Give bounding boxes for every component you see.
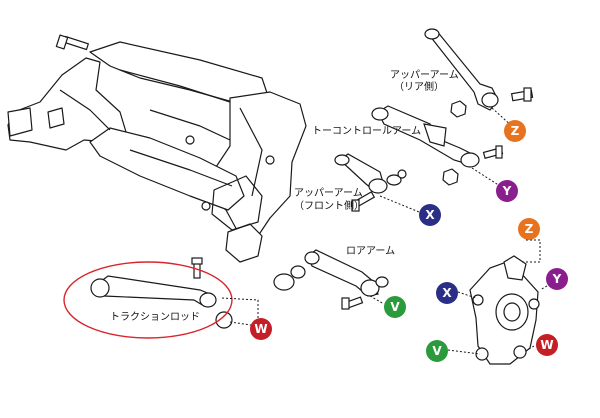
badge-x-knuckle: X [436, 282, 458, 304]
lower-arm [273, 249, 389, 310]
badge-z-knuckle: Z [518, 218, 540, 240]
badge-v-lower-arm: V [384, 296, 406, 318]
badge-y-toe-control-arm: Y [496, 180, 518, 202]
badge-w-traction-rod: W [250, 318, 272, 340]
upper-arm-front [334, 153, 407, 212]
label-upper-arm-rear-sub: （リア側） [394, 82, 444, 93]
rear-knuckle [469, 255, 540, 365]
rear-subframe [7, 34, 307, 263]
label-lower-arm: ロアアーム [346, 246, 396, 257]
label-upper-arm-front: アッパーアーム [294, 188, 363, 199]
label-upper-arm-rear: アッパーアーム [390, 70, 459, 81]
badge-z-upper-arm-rear: Z [504, 120, 526, 142]
label-toe-control-arm: トーコントロールアーム [312, 126, 422, 137]
toe-control-arm [371, 105, 504, 186]
upper-arm-rear [424, 28, 534, 118]
badge-y-knuckle: Y [546, 268, 568, 290]
badge-w-knuckle: W [536, 334, 558, 356]
traction-rod-highlight [63, 261, 233, 339]
traction-rod [90, 257, 233, 329]
label-upper-arm-front-sub: （フロント側） [294, 201, 364, 212]
badge-x-upper-arm-front: X [419, 204, 441, 226]
badge-v-knuckle: V [426, 340, 448, 362]
label-traction-rod: トラクションロッド [110, 312, 200, 323]
